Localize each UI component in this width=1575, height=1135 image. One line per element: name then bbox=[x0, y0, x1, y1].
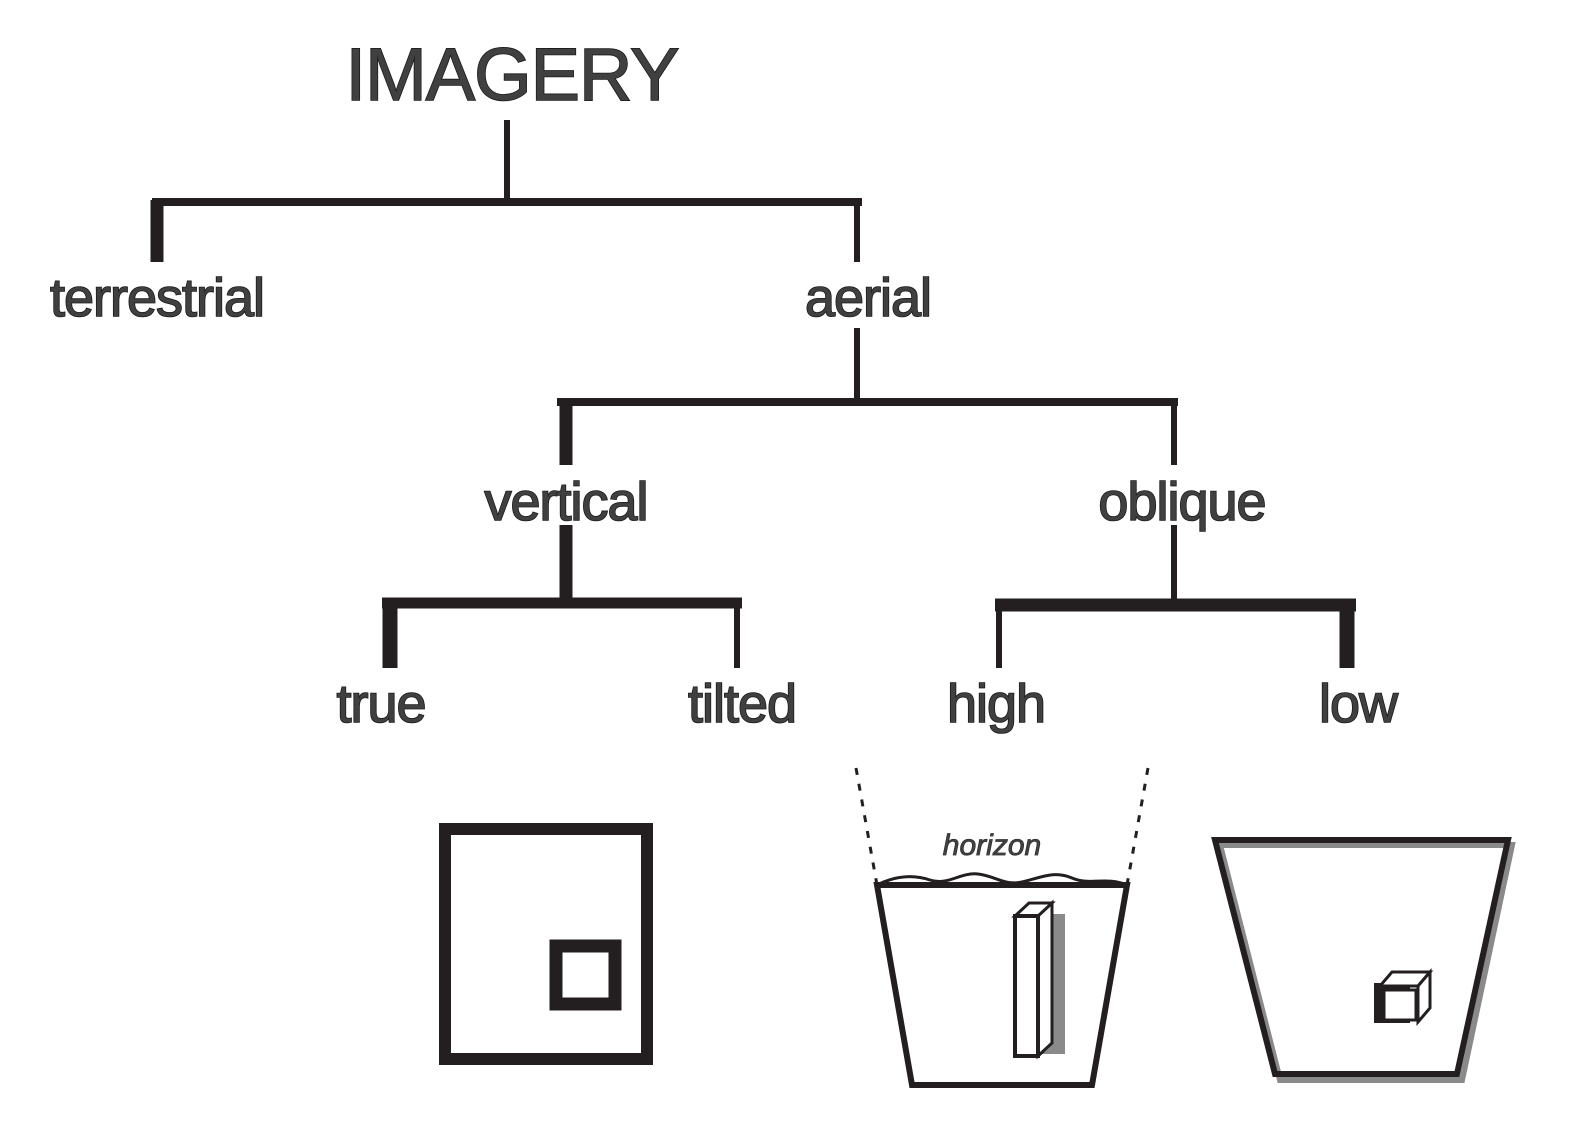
photo-frame-icon bbox=[439, 823, 653, 1065]
low-oblique-frame-shadow-icon bbox=[1216, 842, 1516, 1083]
aerial-label: aerial bbox=[805, 268, 931, 328]
oblique-frame-icon bbox=[873, 882, 1131, 1088]
building-top-icon bbox=[549, 939, 622, 1011]
cube-front-icon bbox=[1382, 988, 1418, 1022]
true-label: true bbox=[336, 674, 425, 734]
cube-side-icon bbox=[1416, 967, 1432, 1027]
oblique-label: oblique bbox=[1098, 472, 1265, 532]
sight-line-left-icon bbox=[854, 767, 879, 886]
sight-line-right-icon bbox=[1125, 767, 1150, 886]
tall-building-side-icon bbox=[1036, 899, 1054, 1060]
vertical-label: vertical bbox=[484, 472, 647, 532]
tall-building-front-icon bbox=[1013, 914, 1040, 1058]
high-oblique-illustration: horizon bbox=[854, 767, 1150, 1088]
horizon-label: horizon bbox=[943, 829, 1041, 862]
terrestrial-label: terrestrial bbox=[50, 268, 264, 328]
low-oblique-frame-icon bbox=[1211, 837, 1512, 1077]
root-label: IMAGERY bbox=[346, 33, 679, 116]
tree-connectors bbox=[150, 120, 1356, 668]
high-label: high bbox=[947, 674, 1045, 734]
low-oblique-illustration bbox=[1211, 837, 1516, 1083]
low-label: low bbox=[1319, 674, 1399, 734]
true-vertical-illustration bbox=[439, 823, 653, 1065]
tilted-label: tilted bbox=[688, 674, 796, 734]
horizon-line-icon bbox=[876, 872, 1128, 887]
